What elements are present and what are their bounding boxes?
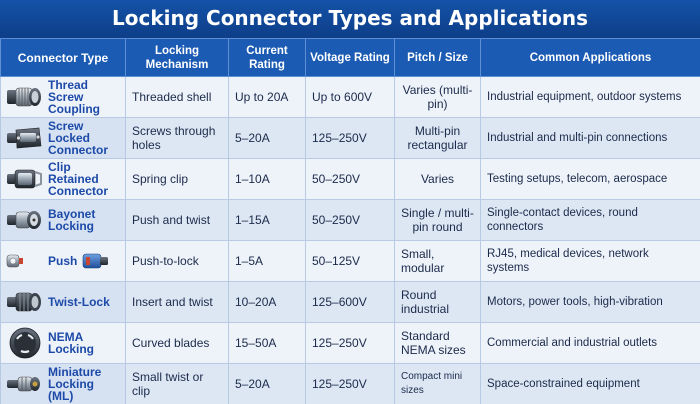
connector-type-name: Miniature Locking (ML) [48,365,102,403]
connector-type-name: Push [48,254,78,268]
pitch-size-cell: Standard NEMA sizes [394,322,481,364]
column-header-voltage-rating: Voltage Rating [305,38,395,77]
connector-type-name: Clip Retained Connector [48,160,108,198]
thread-screw-connector-icon [7,87,41,107]
pitch-size-cell: Varies [394,158,481,200]
clip-retained-connector-icon [7,169,42,189]
table-header-row: Connector Type Locking Mechanism Current… [0,38,700,77]
table-row: Bayonet Locking Push and twist 1–15A 50–… [0,199,700,241]
voltage-rating-cell: Up to 600V [305,76,395,118]
column-header-common-applications: Common Applications [480,38,700,77]
pitch-size-cell: Single / multi-pin round [394,199,481,241]
pitch-size-cell: Round industrial [394,281,481,323]
column-header-connector-type: Connector Type [0,38,126,77]
connector-type-name: Screw Locked Connector [48,119,108,157]
miniature-locking-connector-icon [7,376,40,392]
applications-cell: Industrial and multi-pin connections [480,117,700,159]
current-rating-cell: 1–5A [228,240,306,282]
current-rating-cell: 1–15A [228,199,306,241]
twist-lock-connector-icon [7,292,41,312]
locking-mechanism-cell: Push and twist [125,199,229,241]
bayonet-connector-icon [7,211,41,229]
table-row: Push Push-to-lock 1–5A 50–125V Small, mo… [0,240,700,282]
pitch-size-cell: Varies (multi-pin) [394,76,481,118]
current-rating-cell: 15–50A [228,322,306,364]
locking-mechanism-cell: Screws through holes [125,117,229,159]
connector-type-cell: Thread Screw Coupling [0,76,126,118]
page-title: Locking Connector Types and Applications [0,0,700,36]
connector-type-cell: Bayonet Locking [0,199,126,241]
push-connector-icon [6,254,23,268]
connector-table: Connector Type Locking Mechanism Current… [0,38,700,404]
screw-locked-connector-icon [7,127,42,149]
locking-mechanism-cell: Curved blades [125,322,229,364]
locking-mechanism-cell: Small twist or clip [125,363,229,404]
connector-type-cell: Miniature Locking (ML) [0,363,126,404]
pitch-size-cell: Multi-pin rectangular [394,117,481,159]
applications-cell: Industrial equipment, outdoor systems [480,76,700,118]
current-rating-cell: 1–10A [228,158,306,200]
applications-cell: Single-contact devices, round connectors [480,199,700,241]
table-row: Clip Retained Connector Spring clip 1–10… [0,158,700,200]
current-rating-cell: 5–20A [228,363,306,404]
column-header-locking-mechanism: Locking Mechanism [125,38,229,77]
table-row: NEMA Locking Curved blades 15–50A 125–25… [0,322,700,364]
push-plug-icon [83,253,109,269]
pitch-size-cell: Small, modular [394,240,481,282]
applications-cell: Motors, power tools, high-vibration [480,281,700,323]
column-header-current-rating: Current Rating [228,38,306,77]
connector-type-name: Thread Screw Coupling [48,78,100,116]
current-rating-cell: 5–20A [228,117,306,159]
pitch-size-cell: Compact mini sizes [394,363,481,404]
table-row: Miniature Locking (ML) Small twist or cl… [0,363,700,404]
locking-mechanism-cell: Threaded shell [125,76,229,118]
locking-mechanism-cell: Spring clip [125,158,229,200]
connector-type-cell: NEMA Locking [0,322,126,364]
table-row: Screw Locked Connector Screws through ho… [0,117,700,159]
applications-cell: Testing setups, telecom, aerospace [480,158,700,200]
voltage-rating-cell: 50–125V [305,240,395,282]
applications-cell: RJ45, medical devices, network systems [480,240,700,282]
connector-type-cell: Clip Retained Connector [0,158,126,200]
locking-mechanism-cell: Insert and twist [125,281,229,323]
applications-cell: Space-constrained equipment [480,363,700,404]
voltage-rating-cell: 125–250V [305,322,395,364]
connector-type-cell: Screw Locked Connector [0,117,126,159]
connector-type-cell: Push [0,240,126,282]
connector-type-name: Bayonet Locking [48,207,96,233]
current-rating-cell: 10–20A [228,281,306,323]
voltage-rating-cell: 50–250V [305,158,395,200]
connector-type-name: NEMA Locking [48,330,95,356]
column-header-pitch-size: Pitch / Size [394,38,481,77]
locking-mechanism-cell: Push-to-lock [125,240,229,282]
nema-locking-connector-icon [9,327,41,359]
table-row: Twist-Lock Insert and twist 10–20A 125–6… [0,281,700,323]
voltage-rating-cell: 125–250V [305,117,395,159]
current-rating-cell: Up to 20A [228,76,306,118]
voltage-rating-cell: 125–600V [305,281,395,323]
connector-type-cell: Twist-Lock [0,281,126,323]
applications-cell: Commercial and industrial outlets [480,322,700,364]
connector-type-name: Twist-Lock [48,295,110,309]
voltage-rating-cell: 50–250V [305,199,395,241]
table-row: Thread Screw Coupling Threaded shell Up … [0,76,700,118]
voltage-rating-cell: 125–250V [305,363,395,404]
